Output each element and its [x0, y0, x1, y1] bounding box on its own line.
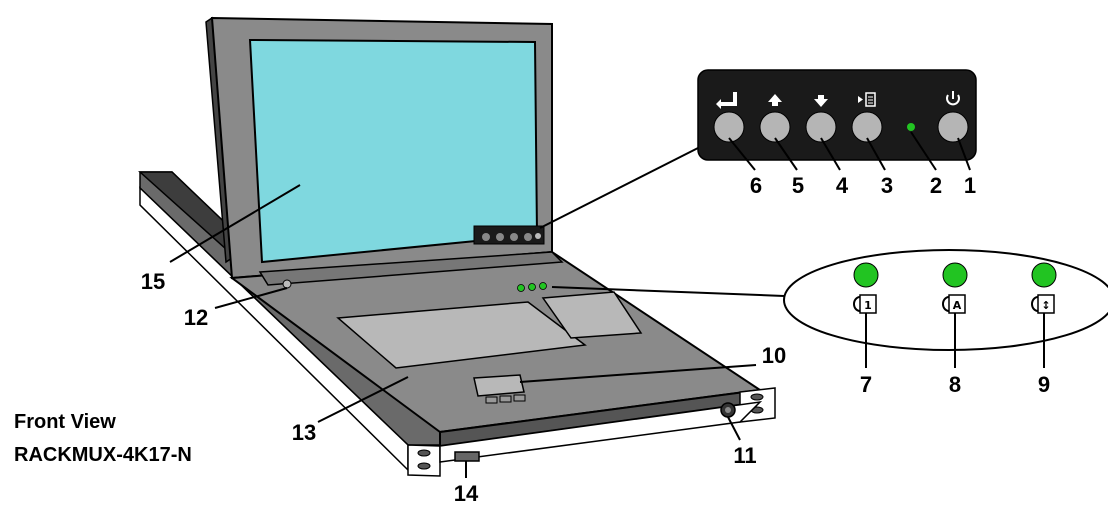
callout-labels: 1 2 3 4 5 6 7 8 9 10 11 12 13 14 15: [141, 173, 1050, 506]
diagram-title: Front View: [14, 411, 116, 433]
callout-9: 9: [1038, 372, 1050, 397]
callout-10: 10: [762, 343, 786, 368]
down-arrow-icon: [814, 95, 828, 107]
callout-12: 12: [184, 305, 208, 330]
callout-14: 14: [454, 481, 479, 506]
power-led: [907, 123, 915, 131]
status-led-detail: 1 A ↕: [783, 249, 1108, 351]
callout-5: 5: [792, 173, 804, 198]
callout-4: 4: [836, 173, 849, 198]
svg-text:↕: ↕: [1041, 299, 1050, 312]
svg-text:A: A: [953, 299, 962, 312]
callout-3: 3: [881, 173, 893, 198]
model-name: RACKMUX-4K17-N: [14, 444, 192, 466]
monitor: [205, 16, 553, 280]
left-bracket: [407, 444, 441, 477]
caps-lock-icon: A: [942, 294, 966, 314]
keyboard-tray: [229, 250, 776, 477]
scroll-lock-icon: ↕: [1031, 294, 1055, 314]
power-icon: [946, 91, 960, 106]
touchpad: [473, 374, 525, 397]
up-arrow-icon: [768, 94, 782, 106]
menu-icon: [858, 92, 876, 107]
control-panel-detail: [697, 69, 977, 161]
callout-8: 8: [949, 372, 961, 397]
callout-1: 1: [964, 173, 976, 198]
enter-icon: [716, 92, 737, 109]
num-lock-icon: 1: [853, 294, 877, 314]
callout-2: 2: [930, 173, 942, 198]
svg-text:1: 1: [864, 299, 872, 312]
callout-13: 13: [292, 420, 316, 445]
callout-11: 11: [733, 443, 756, 468]
side-pad: [541, 291, 643, 339]
keyboard: [336, 301, 587, 369]
callout-6: 6: [750, 173, 762, 198]
callout-15: 15: [141, 269, 165, 294]
leader-lines: [169, 131, 1045, 478]
callout-7: 7: [860, 372, 872, 397]
usb-port: [454, 451, 480, 462]
